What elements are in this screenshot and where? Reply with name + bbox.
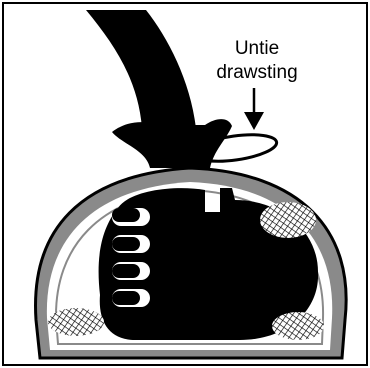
callout-text-line1: Untie	[235, 38, 279, 59]
callout-text-line2: drawsting	[216, 62, 297, 83]
